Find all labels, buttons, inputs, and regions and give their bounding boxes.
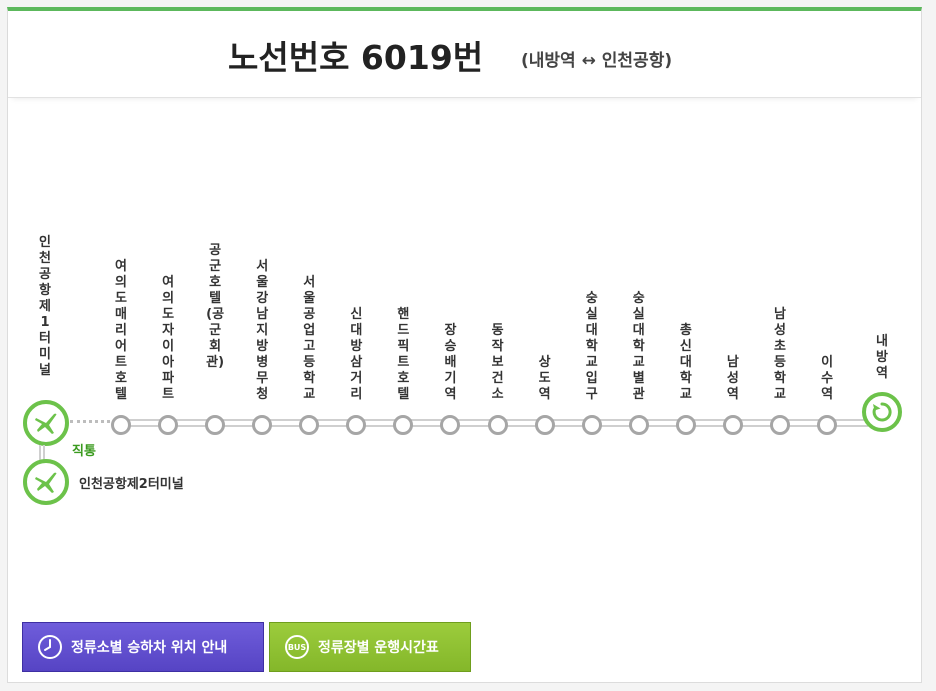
stop-label: 여의도매리어트호텔 <box>115 259 127 402</box>
second-terminal-node[interactable] <box>23 459 69 505</box>
direct-label: 직통 <box>72 444 96 459</box>
stop-node[interactable] <box>722 415 743 435</box>
airplane-icon <box>35 472 57 493</box>
route-panel: 노선번호 6019번 (내방역 ↔ 인천공항) 인천공항제1터미널 직통 인천공… <box>7 7 922 683</box>
stop-label: 숭실대학교별관 <box>632 291 645 402</box>
stop-node[interactable] <box>440 415 461 435</box>
stop-label: 여의도자이아파트 <box>162 275 175 402</box>
bus-icon: BUS <box>285 635 309 659</box>
stop-node[interactable] <box>675 415 696 435</box>
stop-label: 이수역 <box>821 355 834 402</box>
airplane-icon <box>35 413 57 434</box>
svg-text:BUS: BUS <box>288 643 307 652</box>
stop-node[interactable] <box>252 415 273 435</box>
stop-node[interactable] <box>817 415 838 435</box>
terminal-connector <box>39 445 45 467</box>
stop-node[interactable] <box>111 415 131 435</box>
stop-label: 상도역 <box>538 355 551 402</box>
stop-node[interactable] <box>393 415 414 435</box>
second-terminal-label: 인천공항제2터미널 <box>79 477 184 492</box>
stop-node[interactable] <box>534 415 555 435</box>
timetable-button[interactable]: BUS 정류장별 운행시간표 <box>269 622 471 672</box>
stop-label: 남성초등학교 <box>773 307 786 402</box>
stop-label: 숭실대학교입구 <box>585 291 598 402</box>
route-direction: (내방역 ↔ 인천공항) <box>521 51 673 71</box>
end-terminal-node[interactable] <box>862 392 902 432</box>
timetable-label: 정류장별 운행시간표 <box>318 640 439 656</box>
return-arrow-icon <box>872 402 892 422</box>
start-terminal-label: 인천공항제1터미널 <box>39 235 51 378</box>
stop-label: 서울공업고등학교 <box>303 275 316 402</box>
stop-position-guide-button[interactable]: 정류소별 승하차 위치 안내 <box>22 622 264 672</box>
clock-icon <box>38 635 62 659</box>
stop-position-guide-label: 정류소별 승하차 위치 안내 <box>71 640 228 656</box>
stop-label: 신대방삼거리 <box>350 307 363 402</box>
stop-node[interactable] <box>158 415 179 435</box>
stop-label: 동작보건소 <box>491 323 504 402</box>
stop-label: 공군호텔(공군회관) <box>206 243 225 370</box>
route-header: 노선번호 6019번 (내방역 ↔ 인천공항) <box>8 11 921 98</box>
stop-label: 핸드픽트호텔 <box>397 307 410 402</box>
stop-node[interactable] <box>628 415 649 435</box>
page-title: 노선번호 6019번 <box>228 38 484 77</box>
stop-label: 장승배기역 <box>444 323 457 402</box>
stop-node[interactable] <box>487 415 508 435</box>
stop-label: 총신대학교 <box>679 323 692 402</box>
stop-node[interactable] <box>581 415 602 435</box>
start-terminal-node[interactable] <box>23 400 69 446</box>
route-map: 인천공항제1터미널 직통 인천공항제2터미널 여의도매리어트호텔 여의도자이아파트… <box>8 11 923 571</box>
stop-label: 서울강남지방병무청 <box>256 259 269 402</box>
end-terminal-label: 내방역 <box>876 334 888 381</box>
stop-node[interactable] <box>346 415 367 435</box>
stop-node[interactable] <box>299 415 320 435</box>
route-line-dotted <box>70 420 116 423</box>
stop-label: 남성역 <box>726 355 739 402</box>
stop-node[interactable] <box>769 415 790 435</box>
stop-node[interactable] <box>205 415 226 435</box>
